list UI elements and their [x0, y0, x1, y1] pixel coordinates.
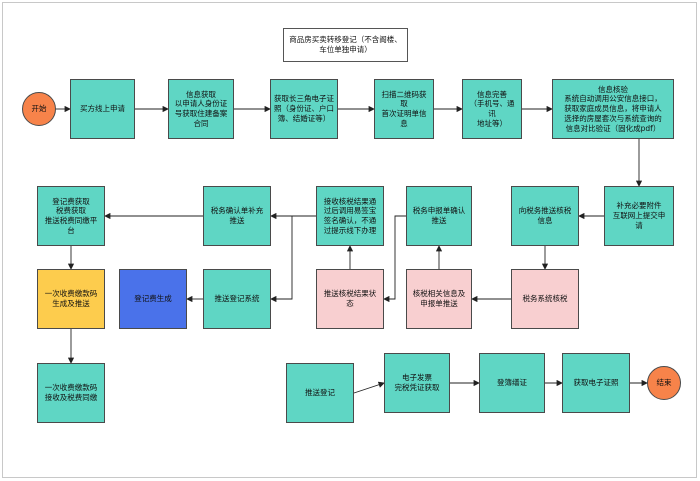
- node-push-tax-info: 向税务推送核税 信息: [511, 186, 579, 246]
- node-buyer-apply: 买方线上申请: [70, 79, 135, 139]
- node-tax-form-confirm: 税务申报单确认 推送: [406, 186, 472, 246]
- node-get-e-license: 获取电子证照: [562, 353, 630, 413]
- node-info-complete: 信息完善 （手机号、通讯 地址等）: [462, 79, 522, 139]
- node-yrd-license: 获取长三角电子证 照（身份证、户口 簿、结婚证等）: [270, 79, 338, 139]
- node-info-fetch: 信息获取 以申请人身份证 号获取住建备案 合同: [168, 79, 234, 139]
- node-push-registration-system: 推送登记系统: [203, 269, 271, 329]
- edge-n11-n12: [383, 215, 406, 303]
- node-tax-result-push: 推送核税结果状 态: [316, 269, 384, 329]
- diagram-title: 商品房买卖转移登记（不含阁楼、车位单独申请）: [283, 28, 408, 62]
- node-end: 结束: [647, 366, 681, 400]
- node-receive-tax-result: 接收核税结果通 过后调用易签宝 签名确认，不通 过提示线下办理: [316, 186, 384, 246]
- node-attach-submit: 补充必要附件 互联网上提交申 请: [604, 186, 674, 246]
- edge-n20-n21: [353, 381, 385, 394]
- node-start: 开始: [22, 92, 56, 126]
- node-payment-code-generate: 一次收费缴款码 生成及推送: [37, 269, 105, 329]
- node-e-invoice: 电子发票 完税凭证获取: [384, 353, 450, 413]
- node-payment-code-receive: 一次收费缴款码 接收及税费同缴: [37, 363, 105, 423]
- node-register-certify: 登簿缮证: [479, 353, 545, 413]
- node-tax-system-check: 税务系统核税: [511, 269, 579, 329]
- node-tax-confirm-supplement: 税务确认单补充 推送: [203, 186, 271, 246]
- node-scan-qr: 扫描二维码获取 首次证明单信息: [374, 79, 434, 139]
- node-fee-fetch-push: 登记费获取 税费获取 推送税费同缴平 台: [37, 186, 105, 246]
- node-info-verify: 信息核验 系统自动调用公安信息接口， 获取家庭成员信息，将申请人 选择的房屋套次…: [552, 79, 674, 139]
- node-tax-info-push: 核税相关信息及 申报单推送: [406, 269, 472, 329]
- node-registration-fee: 登记费生成: [119, 269, 187, 329]
- node-push-registration: 推送登记: [286, 363, 354, 423]
- edge-n13-n15: [270, 215, 316, 303]
